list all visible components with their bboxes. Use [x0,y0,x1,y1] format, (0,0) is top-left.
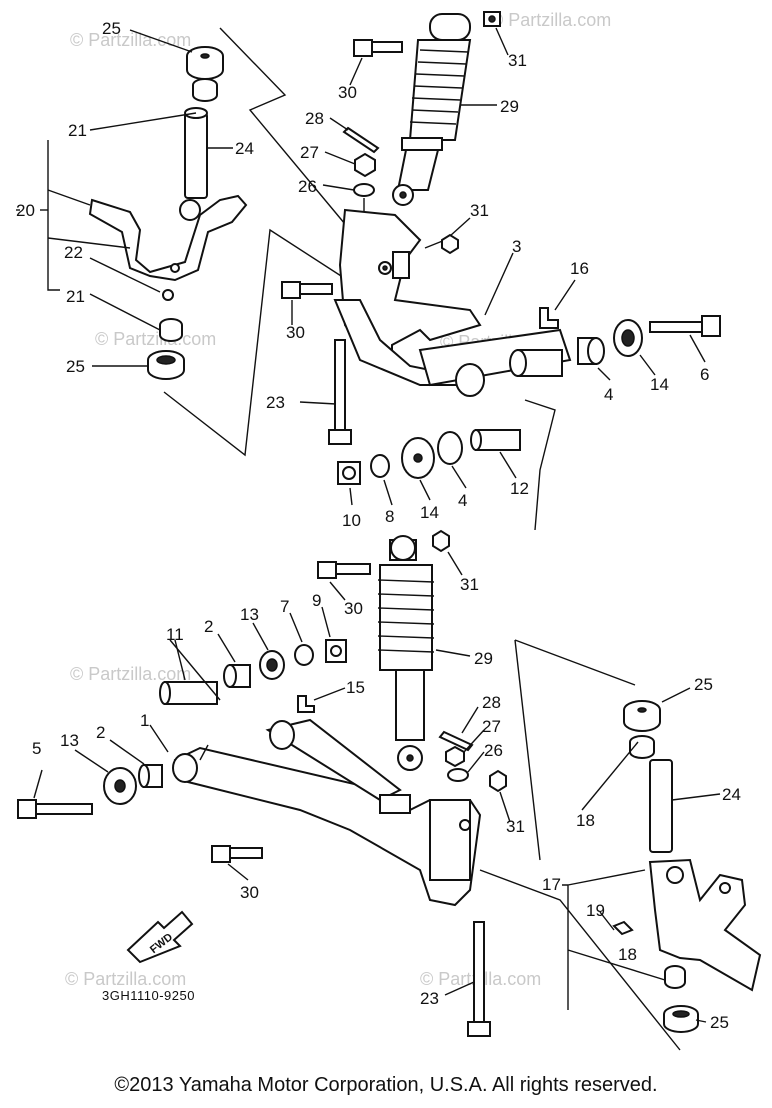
rear-shock-upper [392,13,472,206]
watermark: © Partzilla.com [490,10,611,30]
callout: 21 [68,121,87,140]
callout: 29 [500,97,519,116]
callout: 31 [460,575,479,594]
callout: 25 [66,357,85,376]
callout: 28 [482,693,501,712]
callout: 4 [604,385,613,404]
callout: 29 [474,649,493,668]
callout: 13 [240,605,259,624]
callout: 6 [700,365,709,384]
callout: 26 [298,177,317,196]
watermark: © Partzilla.com [65,969,186,989]
callout: 26 [484,741,503,760]
callout: 18 [576,811,595,830]
callout: 18 [618,945,637,964]
callout: 13 [60,731,79,750]
callout: 27 [482,717,501,736]
callout: 16 [570,259,589,278]
callout: 15 [346,678,365,697]
callout: 31 [470,201,489,220]
copyright-notice: ©2013 Yamaha Motor Corporation, U.S.A. A… [114,1074,658,1096]
callout: 20 [16,201,35,220]
callout: 30 [344,599,363,618]
callout: 9 [312,591,321,610]
callout: 14 [650,375,669,394]
callout: 24 [722,785,741,804]
fwd-arrow-icon: FWD [126,910,194,964]
callout: 1 [140,711,149,730]
callout: 12 [510,479,529,498]
callout: 19 [586,901,605,920]
bolt-23-lower [467,921,491,1037]
nut-31-top [483,11,501,27]
bolt-30-mid [281,281,333,299]
callout: 17 [542,875,561,894]
callout: 4 [458,491,467,510]
callout: 23 [420,989,439,1008]
watermark: © Partzilla.com [95,329,216,349]
swing-arm-lower [172,718,482,907]
callout: 25 [102,19,121,38]
callout: 30 [240,883,259,902]
callout: 28 [305,109,324,128]
callout: 23 [266,393,285,412]
callout: 30 [338,83,357,102]
callout: 2 [204,617,213,636]
callout: 21 [66,287,85,306]
callout: 5 [32,739,41,758]
callout: 25 [694,675,713,694]
callout: 31 [506,817,525,836]
callout: 25 [710,1013,729,1032]
callout: 2 [96,723,105,742]
watermark: © Partzilla.com [70,30,191,50]
rear-shock-lower [377,535,435,771]
callout: 22 [64,243,83,262]
callout: 3 [512,237,521,256]
callout: 7 [280,597,289,616]
callout: 30 [286,323,305,342]
steering-knuckle-upper [16,46,248,380]
callout: 10 [342,511,361,530]
watermark: © Partzilla.com [70,664,191,684]
bolt-23-upper [328,339,352,445]
callout: 27 [300,143,319,162]
callout: 24 [235,139,254,158]
callout: 11 [166,625,184,644]
steering-knuckle-lower [623,700,762,1033]
bolt-30-top [353,39,403,57]
swing-arm-upper [333,208,572,397]
callout: 8 [385,507,394,526]
diagram-code: 3GH1110-9250 [102,988,195,1003]
callout: 31 [508,51,527,70]
callout: 14 [420,503,439,522]
